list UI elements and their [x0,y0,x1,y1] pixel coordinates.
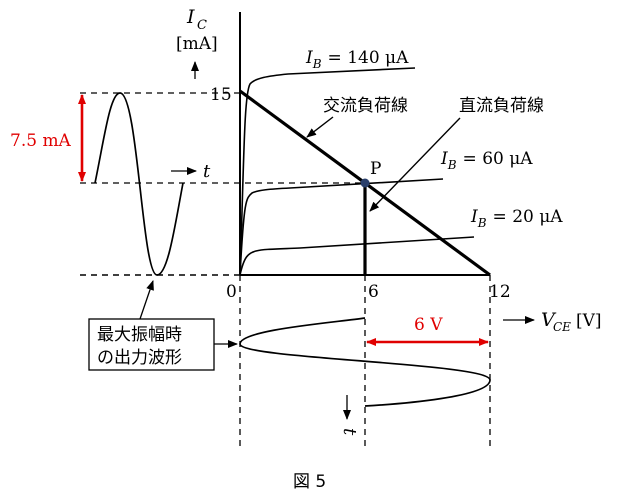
time-label-top: t [203,161,211,182]
waveform-caption-line1: 最大振幅時 [97,325,182,345]
curve-label-60: IB= 60 μA [440,149,533,172]
current-amplitude-label: 7.5 mA [10,131,72,151]
x-tick-12: 12 [489,282,511,302]
voltage-waveform [239,317,491,407]
x-tick-6: 6 [368,282,379,302]
operating-point-marker [360,178,370,188]
x-axis-symbol: V [541,309,557,331]
dc-load-line-pointer [369,117,461,212]
ib-60-curve [239,178,444,276]
figure-caption: 図 5 [293,472,326,492]
x-axis-unit: [V] [576,311,602,331]
y-axis-unit: [mA] [176,34,218,54]
ac-load-line-label: 交流負荷線 [323,96,408,116]
ib-20-curve [239,236,475,276]
curve-label-20: IB= 20 μA [470,207,563,230]
x-axis-subscript: CE [553,320,571,334]
waveform-caption-line2: の出力波形 [97,348,182,368]
y-axis-subscript: C [197,18,207,33]
current-waveform [94,92,184,276]
ib-140-curve [239,67,416,276]
caption-pointer-up [139,280,154,320]
voltage-amplitude-label: 6 V [414,315,443,335]
y-axis-symbol: I [186,6,195,28]
y-tick-15: 15 [210,85,232,105]
origin-label: 0 [226,282,237,302]
dc-load-line-label: 直流負荷線 [459,96,544,116]
ac-load-line-pointer [306,116,334,138]
time-label-bottom: t [339,428,360,436]
curve-label-140: IB= 140 μA [305,48,409,71]
operating-point-label: P [370,159,381,179]
